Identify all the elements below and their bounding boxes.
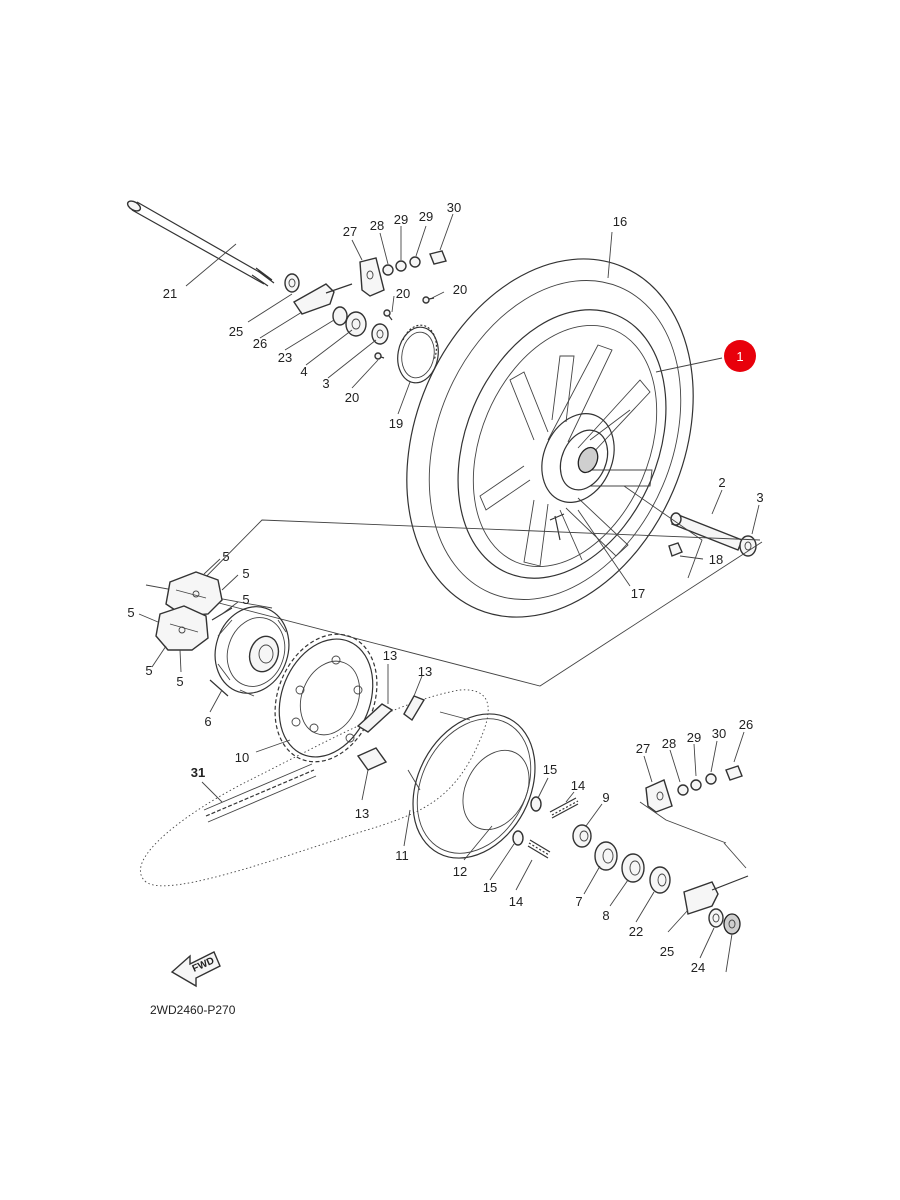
axle-21: [126, 200, 275, 287]
clutch-hub-6: [209, 606, 290, 697]
part-callout-6: 6: [204, 714, 211, 729]
right-axle-collar: [668, 512, 757, 557]
part-callout-11: 11: [395, 848, 409, 863]
part-callout-4: 4: [300, 364, 307, 379]
bearings-7-8-9-22: [572, 824, 671, 894]
part-callout-3: 3: [756, 490, 763, 505]
damper-rubbers: [155, 571, 223, 651]
part-callout-26: 26: [253, 336, 267, 351]
fwd-arrow-icon: FWD: [170, 951, 221, 988]
part-callout-20: 20: [396, 286, 410, 301]
part-callout-5: 5: [176, 674, 183, 689]
part-callout-13: 13: [418, 664, 432, 679]
diagram-code: 2WD2460-P270: [150, 1003, 236, 1017]
part-callout-23: 23: [278, 350, 292, 365]
part-callout-26: 26: [739, 717, 753, 732]
part-callout-9: 9: [602, 790, 609, 805]
brake-disc-11: [407, 711, 536, 859]
part-callout-28: 28: [370, 218, 384, 233]
part-callout-16: 16: [613, 214, 627, 229]
chain-31: [203, 763, 317, 823]
part-callout-24: 24: [691, 960, 705, 975]
highlighted-part-label: 1: [736, 349, 743, 364]
bolts-14-15: [512, 796, 579, 859]
chain-line-outline: [139, 689, 489, 887]
assembly-frame: [145, 519, 763, 687]
part-callout-31: 31: [191, 765, 205, 780]
part-callout-14: 14: [509, 894, 523, 909]
right-chain-adjuster: [639, 765, 749, 935]
rear-wheel: [406, 258, 694, 618]
part-callout-17: 17: [631, 586, 645, 601]
part-callout-2: 2: [718, 475, 725, 490]
part-callout-30: 30: [712, 726, 726, 741]
left-axle-side-parts: [284, 250, 447, 384]
part-callout-7: 7: [575, 894, 582, 909]
sprocket-10: [274, 633, 378, 763]
part-callout-5: 5: [127, 605, 134, 620]
part-callout-8: 8: [602, 908, 609, 923]
part-callout-29: 29: [419, 209, 433, 224]
part-callout-5: 5: [145, 663, 152, 678]
part-callout-29: 29: [394, 212, 408, 227]
part-callout-3: 3: [322, 376, 329, 391]
part-callout-5: 5: [222, 549, 229, 564]
part-callout-5: 5: [242, 566, 249, 581]
leader-lines: [138, 213, 760, 973]
part-callout-25: 25: [660, 944, 674, 959]
part-callout-29: 29: [687, 730, 701, 745]
highlighted-part-marker[interactable]: 1: [724, 340, 756, 372]
part-callout-15: 15: [483, 880, 497, 895]
part-callout-27: 27: [636, 741, 650, 756]
part-callout-28: 28: [662, 736, 676, 751]
part-callout-13: 13: [383, 648, 397, 663]
part-callout-25: 25: [229, 324, 243, 339]
part-callout-10: 10: [235, 750, 249, 765]
part-callout-14: 14: [571, 778, 585, 793]
part-callout-20: 20: [345, 390, 359, 405]
part-callout-20: 20: [453, 282, 467, 297]
part-callout-5: 5: [242, 592, 249, 607]
part-callout-21: 21: [163, 286, 177, 301]
part-callout-12: 12: [453, 864, 467, 879]
part-callout-22: 22: [629, 924, 643, 939]
part-callout-15: 15: [543, 762, 557, 777]
part-callout-18: 18: [709, 552, 723, 567]
part-callout-13: 13: [355, 806, 369, 821]
part-callout-30: 30: [447, 200, 461, 215]
part-callout-27: 27: [343, 224, 357, 239]
part-callout-19: 19: [389, 416, 403, 431]
fasteners-13: [356, 695, 426, 771]
